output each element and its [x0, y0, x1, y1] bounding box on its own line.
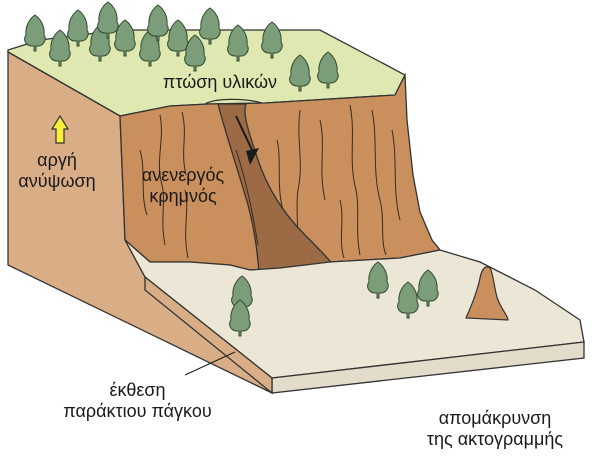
- label-platform-exposure-line2: παράκτιου πάγκου: [35, 401, 240, 422]
- label-shoreline-retreat-line2: της ακτογραμμής: [405, 429, 585, 450]
- label-slow-uplift-line2: ανύψωση: [12, 171, 102, 192]
- label-shoreline-retreat-line1: απομάκρυνση: [405, 408, 585, 429]
- label-shoreline-retreat: απομάκρυνση της ακτογραμμής: [405, 408, 585, 449]
- label-slow-uplift: αργή ανύψωση: [12, 150, 102, 191]
- label-platform-exposure-line1: έκθεση: [35, 380, 240, 401]
- label-platform-exposure: έκθεση παράκτιου πάγκου: [35, 380, 240, 421]
- label-inactive-cliff-line1: ανενεργός: [128, 165, 238, 186]
- label-material-fall: πτώση υλικών: [150, 72, 290, 93]
- label-inactive-cliff-line2: κρημνός: [128, 186, 238, 207]
- label-inactive-cliff: ανενεργός κρημνός: [128, 165, 238, 206]
- label-slow-uplift-line1: αργή: [12, 150, 102, 171]
